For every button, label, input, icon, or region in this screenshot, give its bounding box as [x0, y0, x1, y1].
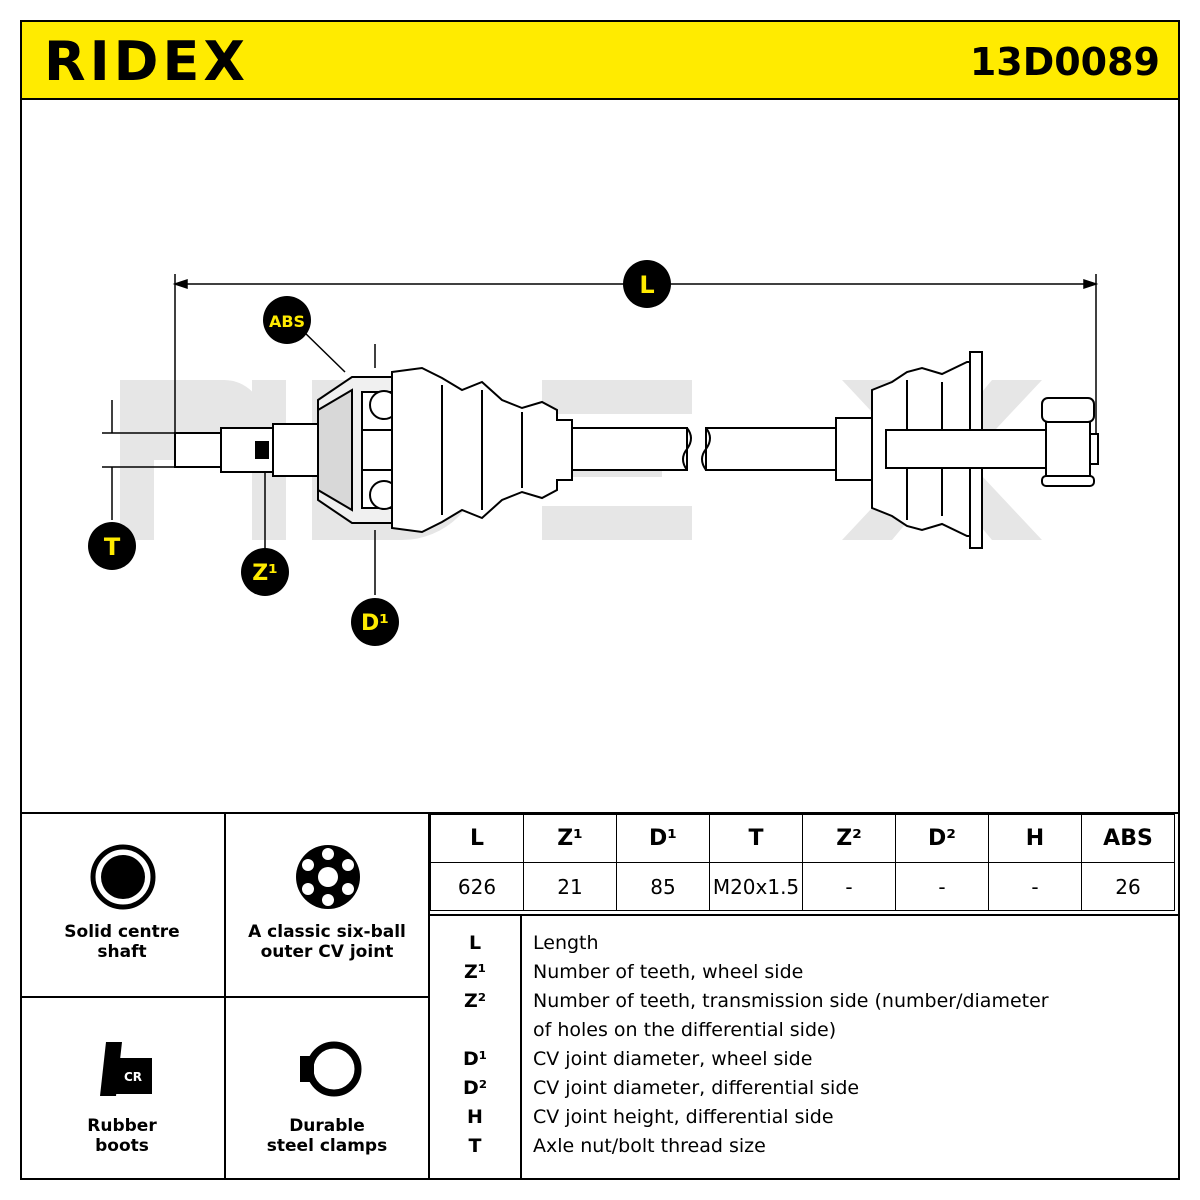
spec-table: L Z¹ D¹ T Z² D² H ABS 626 21 85 M20x1.5 … — [430, 814, 1175, 911]
feature-label-line1: Rubber — [87, 1116, 157, 1136]
legend-text: Axle nut/bolt thread size — [533, 1135, 766, 1157]
spec-value: 21 — [523, 862, 617, 911]
feature-label-line1: Durable — [289, 1116, 365, 1136]
svg-text:L: L — [639, 271, 654, 299]
solid-shaft-icon — [90, 844, 156, 910]
spec-header: L — [430, 814, 524, 863]
legend: L Length Z¹ Number of teeth, wheel side … — [430, 914, 1180, 1180]
svg-text:Z¹: Z¹ — [252, 561, 278, 586]
legend-key: Z² — [463, 990, 487, 1012]
spec-header: D² — [895, 814, 989, 863]
label-ABS: ABS — [263, 296, 311, 344]
feature-label-line2: shaft — [97, 942, 147, 962]
spec-header: T — [709, 814, 803, 863]
spec-value: 26 — [1081, 862, 1175, 911]
legend-text: CV joint height, differential side — [533, 1106, 834, 1128]
six-ball-joint-icon — [296, 845, 360, 909]
spec-value: - — [802, 862, 896, 911]
spec-header: ABS — [1081, 814, 1175, 863]
spec-value: 85 — [616, 862, 710, 911]
legend-key-column — [430, 916, 522, 1180]
legend-key: H — [467, 1106, 483, 1128]
drive-shaft-diagram: L ABS T Z¹ D¹ — [88, 260, 1099, 646]
feature-label-line2: boots — [95, 1136, 149, 1156]
svg-text:D¹: D¹ — [361, 611, 389, 636]
label-Z1: Z¹ — [241, 548, 289, 596]
feature-six-ball: A classic six-ball outer CV joint — [226, 814, 430, 998]
spec-header: Z¹ — [523, 814, 617, 863]
feature-label-line1: Solid centre — [64, 922, 180, 942]
feature-label-line2: outer CV joint — [260, 942, 394, 962]
legend-key: L — [468, 932, 482, 954]
feature-solid-shaft: Solid centre shaft — [20, 814, 226, 998]
legend-text: Number of teeth, transmission side (numb… — [533, 990, 1049, 1012]
spec-value: - — [988, 862, 1082, 911]
main-shaft — [571, 427, 837, 471]
legend-key: T — [468, 1135, 482, 1157]
legend-key: Z¹ — [463, 961, 487, 983]
label-D1: D¹ — [351, 598, 399, 646]
stub-shaft — [174, 423, 319, 477]
svg-text:T: T — [104, 533, 121, 561]
spec-header-row: L Z¹ D¹ T Z² D² H ABS — [430, 814, 1175, 863]
spec-header: Z² — [802, 814, 896, 863]
feature-rubber-boots: CR Rubber boots — [20, 998, 226, 1180]
steel-clamp-icon — [300, 1041, 362, 1097]
thread-dimension — [102, 400, 180, 520]
rubber-boot-icon: CR — [100, 1042, 152, 1096]
legend-text: CV joint diameter, differential side — [533, 1077, 860, 1099]
feature-label-line2: steel clamps — [266, 1136, 388, 1156]
legend-key: D¹ — [462, 1048, 488, 1070]
legend-text: of holes on the differential side) — [533, 1019, 837, 1041]
svg-text:ABS: ABS — [269, 312, 305, 331]
outer-boot — [391, 366, 573, 534]
spec-value: - — [895, 862, 989, 911]
spec-value-row: 626 21 85 M20x1.5 - - - 26 — [430, 862, 1175, 911]
label-T: T — [88, 522, 136, 570]
legend-text: Length — [533, 932, 599, 954]
spec-header: H — [988, 814, 1082, 863]
brand-logo: RIDEX — [44, 30, 250, 93]
part-number: 13D0089 — [969, 40, 1160, 84]
spec-value: M20x1.5 — [709, 862, 803, 911]
spec-section: Solid centre shaft A classic six-ball ou… — [20, 812, 1180, 1180]
label-L: L — [623, 260, 671, 308]
svg-text:CR: CR — [124, 1070, 142, 1084]
legend-text: Number of teeth, wheel side — [533, 961, 804, 983]
spec-value: 626 — [430, 862, 524, 911]
feature-label-line1: A classic six-ball — [248, 922, 406, 942]
feature-steel-clamps: Durable steel clamps — [226, 998, 430, 1180]
legend-key: D² — [462, 1077, 488, 1099]
inner-shaft-end — [885, 397, 1099, 487]
legend-text: CV joint diameter, wheel side — [533, 1048, 813, 1070]
header-bar: RIDEX 13D0089 — [20, 20, 1180, 100]
spec-header: D¹ — [616, 814, 710, 863]
